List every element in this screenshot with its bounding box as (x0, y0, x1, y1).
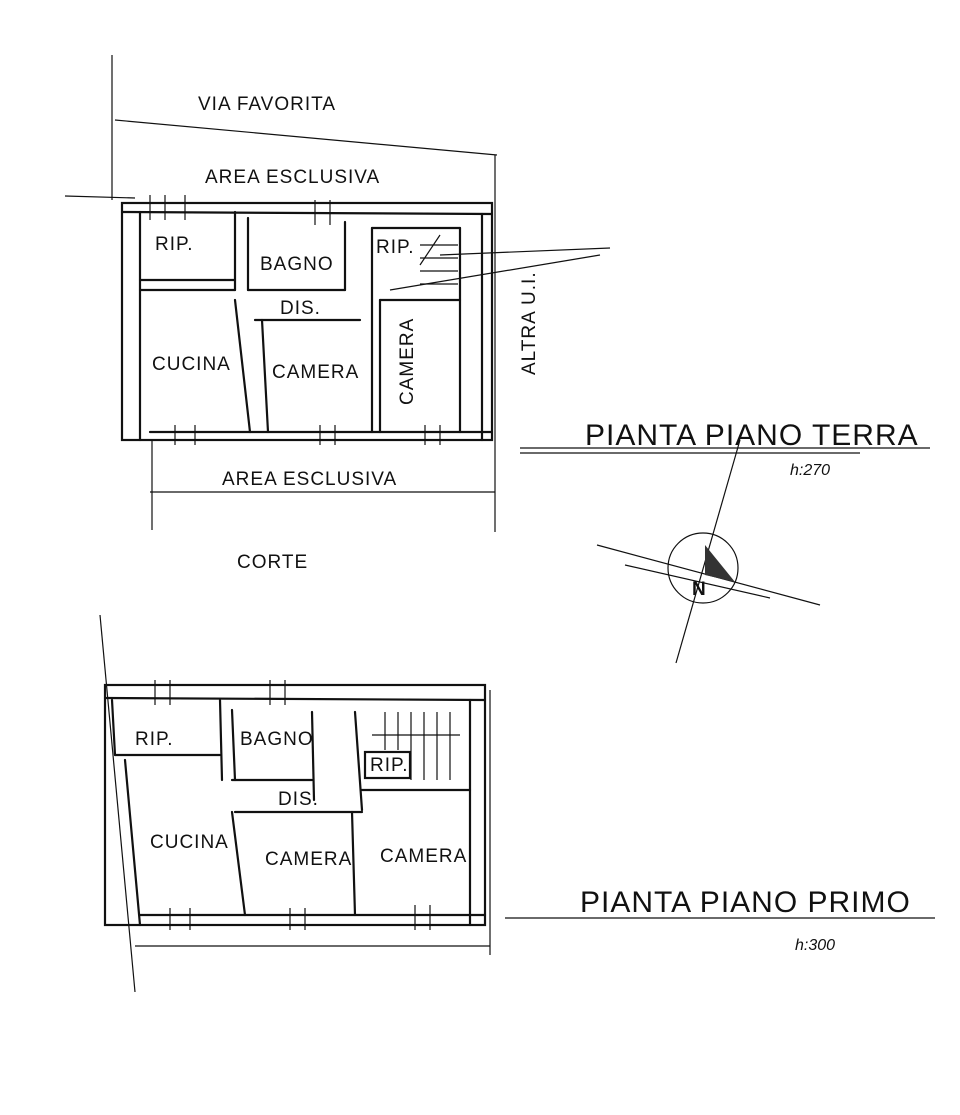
room-label: CAMERA (380, 846, 467, 867)
area-label-bottom: AREA ESCLUSIVA (222, 469, 397, 490)
room-label: DIS. (280, 298, 321, 319)
courtyard-label: CORTE (237, 552, 308, 573)
room-label: BAGNO (240, 729, 314, 750)
first-floor-height: h:300 (795, 937, 835, 954)
street-label: VIA FAVORITA (198, 94, 336, 115)
room-label: CUCINA (152, 354, 231, 375)
staircase (372, 712, 460, 780)
ground-floor-title: PIANTA PIANO TERRA (585, 419, 919, 452)
ground-floor-plan: VIA FAVORITA AREA ESCLUSIVA RIP. BAGNO R… (64, 55, 930, 532)
compass-north-label: N (692, 579, 707, 600)
room-label: CAMERA (272, 362, 359, 383)
room-label: RIP. (155, 234, 194, 255)
room-label: RIP. (370, 755, 409, 776)
room-label: CAMERA (265, 849, 352, 870)
room-label: RIP. (376, 237, 415, 258)
area-label-top: AREA ESCLUSIVA (205, 167, 380, 188)
room-label: CAMERA (397, 318, 418, 405)
room-label: CUCINA (150, 832, 229, 853)
ground-floor-height: h:270 (790, 462, 830, 479)
neighbor-label: ALTRA U.I. (519, 271, 540, 375)
first-floor-plan: RIP. BAGNO RIP. DIS. CUCINA CAMERA CAMER… (99, 614, 935, 993)
north-compass-icon: N (596, 439, 821, 664)
staircase (419, 234, 458, 285)
room-label: BAGNO (260, 254, 334, 275)
room-label: RIP. (135, 729, 174, 750)
first-floor-title: PIANTA PIANO PRIMO (580, 886, 911, 919)
room-label: DIS. (278, 789, 319, 810)
